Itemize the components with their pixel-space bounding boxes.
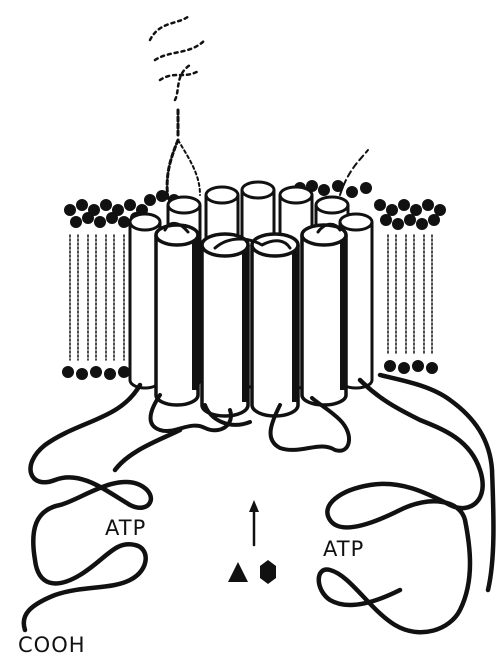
glycosylation-chains <box>150 15 205 200</box>
triangle-substrate-icon <box>228 562 248 582</box>
transport-arrow <box>249 500 259 545</box>
atp-label-right: ATP <box>323 537 364 561</box>
hexagon-substrate-icon <box>260 560 276 584</box>
atp-label-left: ATP <box>105 516 146 540</box>
lipid-bilayer-right <box>374 199 446 374</box>
helix-front-row <box>156 225 346 416</box>
cooh-label: COOH <box>18 633 86 657</box>
